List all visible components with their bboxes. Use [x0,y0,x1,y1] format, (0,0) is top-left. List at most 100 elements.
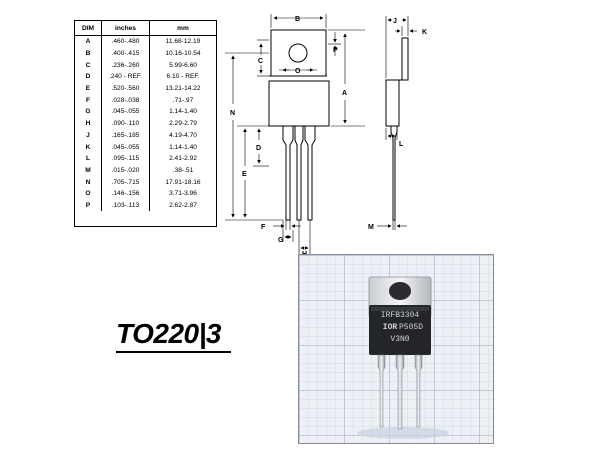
inches-cell: .015-.020 [101,164,150,177]
inches-cell: .400-.415 [101,47,150,60]
marking-line-3: V3N0 [390,335,409,344]
side-view [377,16,417,230]
ior-logo: IOR [383,323,398,332]
mm-cell: 2.62-2.87 [149,199,216,212]
mm-cell: .38-.51 [149,164,216,177]
mm-cell: 4.19-4.70 [149,129,216,142]
dim-cell: B [85,50,91,58]
dim-label-k: K [422,29,427,36]
dim-cell: E [85,85,91,93]
dim-cell: D [85,73,91,81]
mm-cell: 13.21-14.22 [149,82,216,95]
inches-cell: .705-.715 [101,176,150,188]
dim-cell: M [85,166,91,174]
mm-cell: 11.68-12.19 [149,35,216,48]
mm-cell: .71-.97 [149,94,216,107]
package-outline-drawing: B C O P A N D E F G H J K L M [225,14,427,256]
mm-cell: 5.99-6.60 [149,59,216,72]
inches-cell: .028-.038 [101,94,150,107]
package-label: TO220|3 [116,318,222,349]
table-row: M .015-.020.38-.51 [75,164,216,177]
mounting-hole [288,43,308,63]
inches-cell: .460-.480 [101,35,150,48]
leads [282,126,316,221]
inches-cell: .240 - REF. [101,71,150,83]
table-header-row: DIM inches mm [75,21,216,36]
dim-cell: F [85,96,91,104]
transistor-marking: IRFB3304 IOR P505D V3N0 [381,311,423,344]
side-body-outline [385,79,400,127]
dim-cell: G [85,108,91,116]
dim-cell: H [85,120,91,128]
side-lead-outline [390,126,398,221]
mm-cell: 10.16-10.54 [149,47,216,60]
mm-cell: 2.41-2.92 [149,152,216,165]
dim-cell: A [85,38,91,46]
inches-cell: .165-.185 [101,129,150,142]
component-photo-image: IRFB3304 IOR P505D V3N0 [299,255,493,443]
table-row: F .028-.038.71-.97 [75,94,216,107]
component-photo: IRFB3304 IOR P505D V3N0 [298,254,494,444]
dim-label-h: H [302,251,307,256]
mm-cell: 6.10 - REF. [149,71,216,83]
dim-cell: K [85,143,91,151]
dim-label-d: D [256,145,261,152]
dim-label-b: B [295,16,300,23]
dim-label-m: M [368,224,374,231]
inches-cell: .090-.110 [101,117,150,130]
dim-label-p: P [333,47,338,54]
dim-label-g: G [278,237,284,244]
header-inches: inches [101,21,150,36]
dim-label-j: J [393,18,397,25]
dim-label-c: C [258,58,263,65]
transistor-leads [377,354,423,430]
mm-cell: 2.29-2.79 [149,117,216,130]
inches-cell: .045-.055 [101,106,150,118]
mm-cell: 1.14-1.40 [149,141,216,153]
dim-cell: N [85,178,91,186]
marking-line-1: IRFB3304 [381,311,420,320]
dim-cell: P [85,201,91,209]
dim-label-e: E [242,171,247,178]
dim-label-a: A [342,90,347,97]
inches-cell: .520-.560 [101,82,150,95]
tab-mounting-hole [389,282,411,300]
package-label-underline [116,351,231,353]
mm-cell: 17.91-18.16 [149,176,216,188]
header-mm: mm [149,21,216,36]
inches-cell: .146-.156 [101,187,150,200]
table-row: D .240 - REF.6.10 - REF. [75,71,216,83]
dim-label-f: F [261,224,266,231]
front-view [225,14,365,254]
dim-label-n: N [230,110,235,117]
dim-cell: L [85,155,91,163]
dim-label-l: L [399,141,404,148]
dim-label-o: O [295,68,301,75]
header-dim: DIM [75,21,102,36]
package-body-outline [268,80,330,127]
dim-cell: J [86,131,90,139]
dim-cell: O [85,190,91,198]
transistor-body [369,305,431,355]
side-tab-outline [401,37,409,81]
inches-cell: .095-.115 [101,152,150,165]
inches-cell: .103-.113 [101,199,150,212]
dim-cell: C [85,61,91,69]
marking-line-2: P505D [399,323,423,332]
inches-cell: .236-.260 [101,59,150,72]
